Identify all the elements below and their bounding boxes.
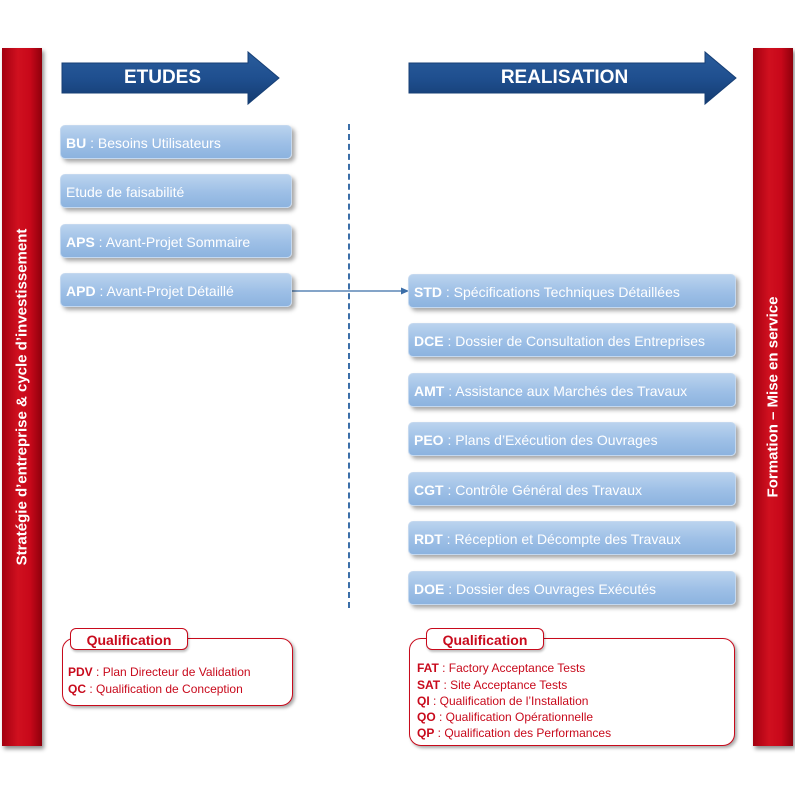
realisation-arrow-label: REALISATION [500,67,629,88]
realisation-item-text: : Dossier de Consultation des Entreprise… [443,333,706,349]
realisation-arrow: REALISATION [407,50,739,106]
etudes-item-code: BU [66,135,87,151]
realisation-item-peo: PEO : Plans d’Exécution des Ouvrages [408,422,736,456]
realisation-item-code: RDT [414,531,443,547]
realisation-item-code: STD [414,284,442,300]
qualification-code: QC [68,682,86,696]
etudes-item-text: Etude de faisabilité [66,184,185,200]
qualification-etudes-title: Qualification [70,628,188,650]
qualification-text: : Qualification des Performances [434,726,612,740]
realisation-item-cgt: CGT : Contrôle Général des Travaux [408,472,736,506]
realisation-item-text: : Assistance aux Marchés des Travaux [444,383,688,399]
realisation-item-text: : Réception et Décompte des Travaux [442,531,681,547]
qualification-etudes-line: QC : Qualification de Conception [68,682,243,696]
qualification-text: : Factory Acceptance Tests [438,661,586,675]
qualification-code: QP [417,726,435,740]
etudes-item-apd: APD : Avant-Projet Détaillé [60,273,292,307]
qualification-code: QO [417,710,436,724]
qualification-text: : Plan Directeur de Validation [92,665,251,679]
realisation-item-code: DCE [414,333,444,349]
qualification-realisation-line: QO : Qualification Opérationnelle [417,710,593,724]
qualification-realisation-line: SAT : Site Acceptance Tests [417,678,567,692]
realisation-item-doe: DOE : Dossier des Ouvrages Exécutés [408,571,736,605]
realisation-item-rdt: RDT : Réception et Décompte des Travaux [408,521,736,555]
etudes-item-faisabilite: Etude de faisabilité [60,174,292,208]
realisation-item-code: DOE [414,581,445,597]
qualification-realisation-line: FAT : Factory Acceptance Tests [417,661,585,675]
realisation-item-code: AMT [414,383,445,399]
realisation-item-std: STD : Spécifications Techniques Détaillé… [408,274,736,308]
realisation-item-amt: AMT : Assistance aux Marchés des Travaux [408,373,736,407]
etudes-item-text: : Avant-Projet Détaillé [95,283,234,299]
etudes-item-code: APS [66,234,95,250]
etudes-arrow-shape [61,50,280,106]
phase-divider [348,124,350,608]
realisation-item-text: : Contrôle Général des Travaux [443,482,642,498]
realisation-item-text: : Plans d’Exécution des Ouvrages [443,432,658,448]
strategy-side-bar: Stratégie d’entreprise & cycle d’investi… [2,48,42,746]
etudes-arrow-label: ETUDES [123,67,202,88]
etudes-item-code: APD [66,283,96,299]
realisation-item-code: CGT [414,482,444,498]
qualification-code: SAT [417,678,441,692]
etudes-arrow: ETUDES [60,50,282,106]
qualification-etudes-line: PDV : Plan Directeur de Validation [68,665,251,679]
qualification-code: QI [417,694,430,708]
qualification-realisation-title: Qualification [426,628,544,650]
realisation-arrow-shape [408,50,737,106]
realisation-item-text: : Spécifications Techniques Détaillées [442,284,680,300]
realisation-item-code: PEO [414,432,444,448]
qualification-realisation-box [409,638,735,746]
qualification-code: PDV [68,665,93,679]
realisation-item-dce: DCE : Dossier de Consultation des Entrep… [408,323,736,357]
etudes-item-text: : Besoins Utilisateurs [86,135,221,151]
realisation-item-text: : Dossier des Ouvrages Exécutés [444,581,656,597]
training-side-bar: Formation – Mise en service [753,48,793,746]
qualification-text: : Qualification Opérationnelle [435,710,594,724]
qualification-realisation-line: QI : Qualification de l’Installation [417,694,588,708]
qualification-realisation-line: QP : Qualification des Performances [417,726,611,740]
qualification-code: FAT [417,661,439,675]
etudes-item-bu: BU : Besoins Utilisateurs [60,125,292,159]
qualification-text: : Qualification de l’Installation [429,694,589,708]
etudes-item-aps: APS : Avant-Projet Sommaire [60,224,292,258]
etudes-item-text: : Avant-Projet Sommaire [94,234,251,250]
qualification-text: : Site Acceptance Tests [440,678,568,692]
qualification-text: : Qualification de Conception [86,682,243,696]
